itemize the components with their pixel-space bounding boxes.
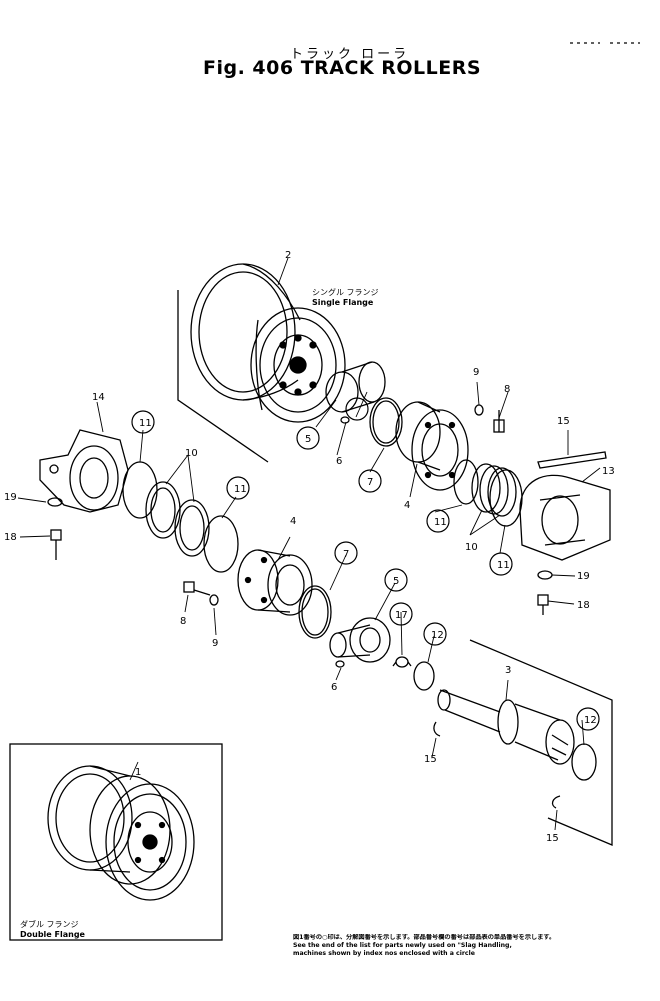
callout-6: 6	[336, 456, 342, 467]
callout-12-circle	[423, 622, 447, 646]
callout-4: 4	[290, 516, 296, 527]
callout-10: 10	[185, 448, 198, 459]
callout-10: 10	[465, 542, 478, 553]
washer-left	[47, 497, 63, 507]
callout-7-circle	[334, 541, 358, 565]
washer-lower	[209, 594, 219, 606]
o-ring-left-1	[122, 461, 158, 519]
callout-18: 18	[4, 532, 17, 543]
callout-2: 2	[285, 250, 291, 261]
callout-7-circle	[358, 469, 382, 493]
callout-3: 3	[505, 665, 511, 676]
callout-11: 11	[234, 484, 247, 495]
o-ring-shaft-right	[571, 743, 597, 781]
callout-18: 18	[577, 600, 590, 611]
callout-8: 8	[504, 384, 510, 395]
o-ring-left-2	[203, 515, 239, 573]
bolt-right	[537, 594, 549, 615]
o-ring-shaft-left	[413, 661, 435, 691]
pin-right	[551, 795, 561, 809]
bolt-lower	[183, 581, 211, 596]
callout-11-circle	[489, 552, 513, 576]
bolt-left	[50, 529, 62, 560]
callout-5: 5	[393, 576, 399, 587]
bearing-housing-upper	[395, 401, 469, 491]
bracket-upper-left	[177, 290, 269, 463]
plug	[392, 656, 412, 668]
callout-7-circle	[345, 397, 369, 421]
pin-left	[433, 721, 441, 737]
figure-title: Fig. 406 TRACK ROLLERS	[203, 57, 482, 79]
title-japanese: トラック ローラ	[290, 47, 410, 62]
callout-7: 7	[367, 477, 373, 488]
bearing-housing-lower	[237, 549, 313, 616]
callout-12: 12	[584, 715, 597, 726]
footnote: 図1番号の○印は、分解図番号を示します。部品番号欄の番号は部品表の単品番号を示し…	[293, 934, 583, 958]
seal-left-2	[174, 499, 210, 557]
footnote-line-2: See the end of the list for parts newly …	[293, 942, 512, 949]
callout-13: 13	[602, 466, 615, 477]
single-flange-label-en: Single Flange	[312, 298, 374, 307]
callout-7: 7	[343, 549, 349, 560]
callout-15: 15	[424, 754, 437, 765]
callout-9: 9	[212, 638, 218, 649]
callout-9: 9	[473, 367, 479, 378]
callout-17: 17	[395, 610, 408, 621]
footnote-line-1: 図1番号の○印は、分解図番号を示します。部品番号欄の番号は部品表の単品番号を示し…	[293, 934, 556, 941]
seal-left-1	[145, 481, 181, 539]
callout-15: 15	[546, 833, 559, 844]
callout-14: 14	[92, 392, 105, 403]
single-flange-roller	[190, 263, 346, 423]
collar-upper	[325, 361, 386, 424]
washer-upper	[474, 404, 484, 416]
lock-bar-upper	[537, 451, 607, 469]
double-flange-label-jp: ダブル フランジ	[20, 920, 79, 929]
callout-11: 11	[139, 418, 152, 429]
callout-4: 4	[404, 500, 410, 511]
collar-lower	[329, 617, 391, 668]
callout-11: 11	[434, 517, 447, 528]
bolt-upper	[493, 410, 505, 433]
callout-1: 1	[135, 767, 141, 778]
callout-11-circle	[131, 410, 155, 434]
callout-11-circle	[226, 476, 250, 500]
callout-19: 19	[577, 571, 590, 582]
callout-11: 11	[497, 560, 510, 571]
bracket-left	[39, 429, 129, 513]
callout-12: 12	[431, 630, 444, 641]
shaft	[437, 689, 575, 765]
callout-5-circle	[384, 568, 408, 592]
double-flange-inset	[9, 743, 223, 941]
callout-numbers: 11 11 11 11 7 7 5 5 12 12 17 2 14 10 10 …	[4, 250, 615, 844]
callout-17-circle	[389, 602, 413, 626]
callout-8: 8	[180, 616, 186, 627]
o-ring-lower	[298, 585, 332, 639]
bracket-lower-right	[469, 639, 613, 846]
washer-right	[537, 570, 553, 580]
callout-12-circle	[576, 707, 600, 731]
callout-16: 15	[557, 416, 570, 427]
single-flange-label-jp: シングル フランジ	[312, 288, 379, 297]
callout-11-circle	[426, 509, 450, 533]
bracket-right	[519, 474, 611, 561]
leader-lines	[17, 257, 601, 831]
callout-5: 5	[305, 434, 311, 445]
footnote-line-3: machines shown by index nos enclosed wit…	[293, 950, 475, 957]
callout-6: 6	[331, 682, 337, 693]
callout-5-circle	[296, 426, 320, 450]
callout-19: 19	[4, 492, 17, 503]
o-ring-upper	[369, 397, 403, 447]
double-flange-label-en: Double Flange	[20, 930, 85, 939]
